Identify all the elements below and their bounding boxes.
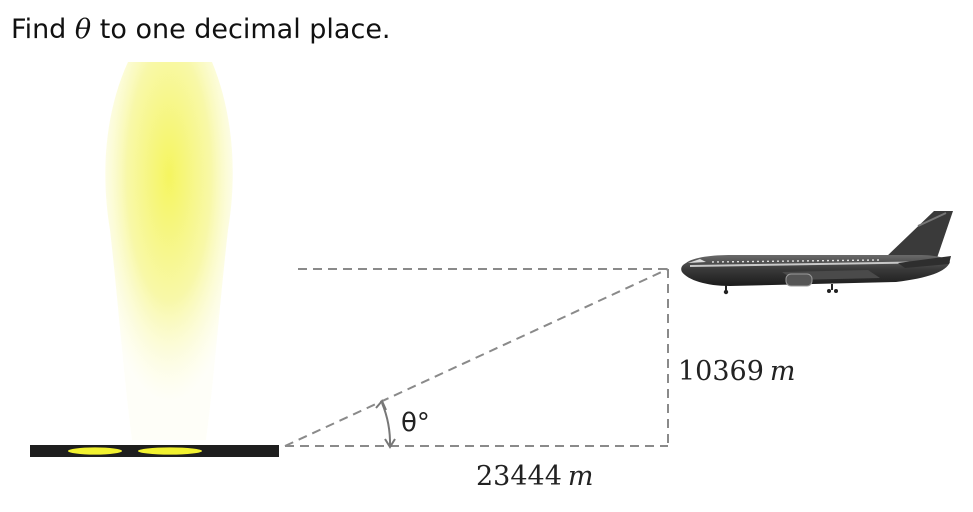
angle-label: θ° xyxy=(401,408,430,438)
angle-arc xyxy=(375,399,396,449)
height-unit: m xyxy=(770,356,796,387)
runway-icon xyxy=(30,445,279,457)
searchlight-beam-icon xyxy=(105,62,233,440)
theta-variable: θ xyxy=(74,14,92,45)
height-value: 10369 xyxy=(678,356,764,387)
distance-unit: m xyxy=(568,461,594,492)
line-of-sight xyxy=(284,268,669,447)
question-text: Find θ to one decimal place. xyxy=(11,14,391,45)
question-suffix: to one decimal place. xyxy=(91,14,391,45)
distance-value: 23444 xyxy=(476,461,562,492)
airplane-icon xyxy=(681,211,953,295)
question-prefix: Find xyxy=(11,14,75,45)
